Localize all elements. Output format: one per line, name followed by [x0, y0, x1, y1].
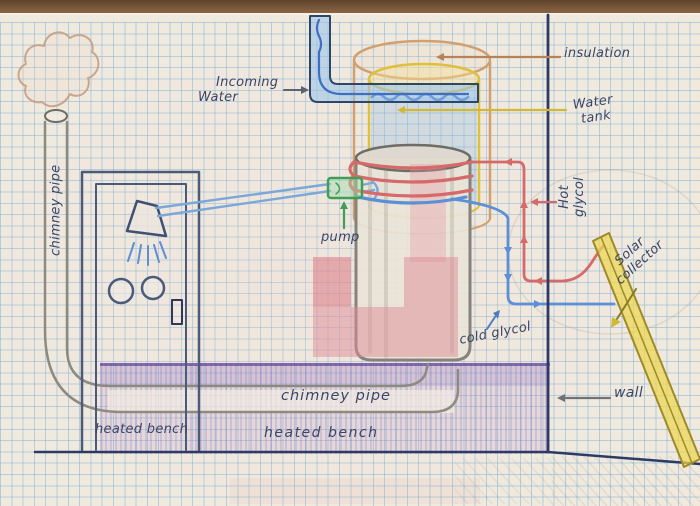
chimney-pipe-horizontal-label: chimney pipe [281, 388, 391, 404]
desk-edge [0, 0, 700, 15]
incoming-water-pipe [309, 15, 479, 103]
chimney-mouth [44, 109, 68, 123]
chimney-pipe [43, 109, 460, 414]
stove-vent [107, 277, 135, 305]
wood-stove [80, 170, 201, 452]
cold-glycol-pipe [450, 197, 616, 308]
hot-gas-path [313, 164, 458, 357]
heated-bench-label-center: heated bench [264, 425, 379, 441]
water-tank-arrow [397, 106, 568, 114]
hot-glycol-label: Hot glycol [557, 176, 587, 218]
wall-arrow [557, 394, 612, 402]
bench-shading [100, 366, 550, 386]
bench-pipe-channel [108, 390, 454, 413]
incoming-water-arrow [283, 86, 309, 94]
insulation-arrow [436, 53, 562, 61]
floor-line [33, 450, 700, 466]
pump-pipe [154, 179, 379, 218]
chimney-pipe-vertical-label: chimney pipe [48, 164, 64, 257]
glycol-coil [348, 160, 474, 205]
pump [326, 176, 364, 230]
cold-glycol-arrow [486, 310, 500, 330]
stove-feed-funnel [125, 199, 168, 238]
incoming-water-label: Incoming Water [198, 75, 279, 105]
label-arrows [283, 53, 637, 402]
fire-spray [127, 241, 167, 266]
heated-bench-label-left: heated bench [95, 422, 189, 437]
stove-vent [140, 275, 166, 301]
wall-label: wall [614, 385, 644, 401]
stove-door-handle [171, 299, 183, 325]
hot-glycol-arrow [530, 198, 558, 206]
smoke-cloud [17, 31, 100, 108]
water-tank-label: Water tank [572, 92, 614, 127]
solar-collector-panel [592, 232, 700, 468]
hot-glycol-pipe [468, 158, 605, 285]
insulation-label: insulation [564, 46, 631, 61]
heated-bench [100, 363, 550, 454]
solar-collector-arrow [611, 288, 637, 328]
pump-label: pump [321, 230, 360, 245]
